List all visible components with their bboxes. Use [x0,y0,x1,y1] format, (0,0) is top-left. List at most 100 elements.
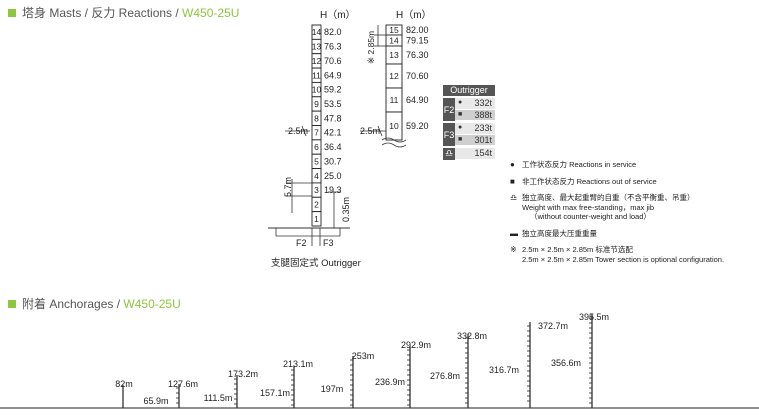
mast-section-number: 3 [314,185,319,195]
outrigger-table: Outrigger F2 ●332t ■388t F3 ●233t ■301t … [443,85,495,160]
mast-section-height: 64.9 [324,70,342,80]
mast-section-number: 12 [389,71,399,81]
mast-section-number: 11 [390,95,399,105]
anchorage-height-label: 213.1m [283,359,313,369]
mast-section-height: 30.7 [324,156,342,166]
mast-section-height: 64.90 [406,95,429,105]
mast-section-number: 6 [314,142,319,152]
outrigger-f2-out-of-service: ■388t [455,109,495,121]
legend-item-out-of-service: ■非工作状态反力 Reactions out of service [510,176,657,186]
mast-section-height: 76.3 [324,42,342,52]
outrigger-f3-block: F3 ●233t ■301t [443,123,495,146]
dim-2-5m-right: 2.5m [360,126,380,136]
section-bullet [8,300,16,308]
mast-section-height: 59.20 [406,121,429,131]
mast-section-height: 82.00 [406,25,429,35]
outrigger-weight-value: 154t [455,148,495,160]
anchorage-height-label: 356.6m [551,358,581,368]
dim-2-85m: ※ 2.85m [366,31,376,64]
outrigger-f3-in-service: ●233t [455,123,495,135]
section-bullet [8,9,16,17]
weight-icon: ♎ [443,148,455,160]
dim-2-5m-left: 2.5m [288,126,308,136]
label-f2: F2 [296,238,307,248]
mast-section-height: 82.0 [324,27,342,37]
mast-section-number: 10 [312,85,322,95]
anchorage-height-label: 173.2m [228,369,258,379]
mast-section-number: 4 [314,171,319,181]
anchorage-height-label: 197m [321,384,344,394]
mast-section-height: 47.8 [324,113,342,123]
mast-right-h-label: H（m） [396,9,432,21]
square-icon: ■ [510,176,515,186]
mast-section-height: 42.1 [324,128,342,138]
mast-left-h-label: H（m） [320,9,356,21]
mast-section-height: 76.30 [406,50,429,60]
mast-section-number: 2 [314,199,319,209]
section-title-masts: 塔身 Masts / 反力 Reactions / W450-25U [8,4,239,21]
mast-section-number: 5 [314,156,319,166]
mast-section-number: 13 [312,42,322,52]
anchorage-height-label: 276.8m [430,371,460,381]
anchorage-height-label: 253m [352,351,375,361]
legend-item-in-service: ●工作状态反力 Reactions in service [510,160,637,169]
anchorage-height-label: 395.5m [579,312,609,322]
mast-left-dimensions: 2.5m 5.7m 0.35m F2 F3 支腿固定式 Outrigger [268,125,361,269]
dot-icon: ● [510,160,515,169]
dim-0-35m: 0.35m [341,197,351,222]
legend: ●工作状态反力 Reactions in service ■非工作状态反力 Re… [510,160,724,271]
outrigger-f2-in-service: ●332t [455,98,495,110]
mast-section-height: 53.5 [324,99,342,109]
dim-5-7m: 5.7m [283,177,293,197]
mast-section-height: 19.3 [324,185,342,195]
mast-section-number: 9 [314,99,319,109]
anchorage-height-label: 127.6m [168,379,198,389]
outrigger-f2-label: F2 [443,98,455,121]
legend-item-weight: ♎独立高度、最大起重臂的自重（不含平衡重、吊重）Weight with max … [510,193,695,221]
mast-section-number: 14 [312,27,322,37]
outrigger-f2-block: F2 ●332t ■388t [443,98,495,121]
mast-right: 15 82.00 14 79.15 13 76.30 12 70.60 11 64.90 10 59.… [385,24,429,141]
anchorage-height-label: 65.9m [143,396,168,406]
outrigger-caption: 支腿固定式 Outrigger [271,257,361,269]
mast-section-number: 14 [389,36,399,46]
mast-section-height: 25.0 [324,171,342,181]
anchorage-height-label: 111.5m [204,393,233,403]
mast-section-number: 8 [314,113,319,123]
mast-section-number: 7 [314,128,319,138]
anchorage-height-label: 82m [115,379,133,389]
mast-right-dimensions: ※ 2.85m 2.5m [360,25,407,148]
weight-icon: ♎ [510,193,518,202]
anchorage-height-label: 157.1m [260,388,290,398]
outrigger-f3-label: F3 [443,123,455,146]
anchorage-height-label: 372.7m [538,321,568,331]
mast-section-height: 36.4 [324,142,342,152]
mast-section-number: 13 [389,50,399,60]
outrigger-weight-block: ♎ 154t [443,148,495,160]
mast-section-number: 12 [312,56,322,66]
mast-section-number: 11 [312,70,321,80]
mast-section-number: 1 [314,214,319,224]
mast-section-height: 70.6 [324,56,342,66]
mast-section-height: 70.60 [406,71,429,81]
mast-section-number: 10 [389,121,399,131]
mast-section [311,211,322,227]
anchorage-height-label: 236.9m [375,377,405,387]
note-icon: ※ [510,245,517,254]
mast-section-height: 59.2 [324,85,342,95]
anchorage-height-label: 292.9m [401,340,431,350]
section-title-anchorages: 附着 Anchorages / W450-25U [8,295,181,312]
anchorage-height-label: 316.7m [489,365,519,375]
mast-section-number: 15 [389,25,399,35]
outrigger-header: Outrigger [443,85,495,96]
legend-item-ballast: ▬独立高度最大压重重量 [510,228,597,238]
bar-icon: ▬ [510,228,518,238]
mast-section-height: 79.15 [406,36,429,46]
outrigger-f3-out-of-service: ■301t [455,134,495,146]
anchorage-height-label: 332.8m [457,331,487,341]
